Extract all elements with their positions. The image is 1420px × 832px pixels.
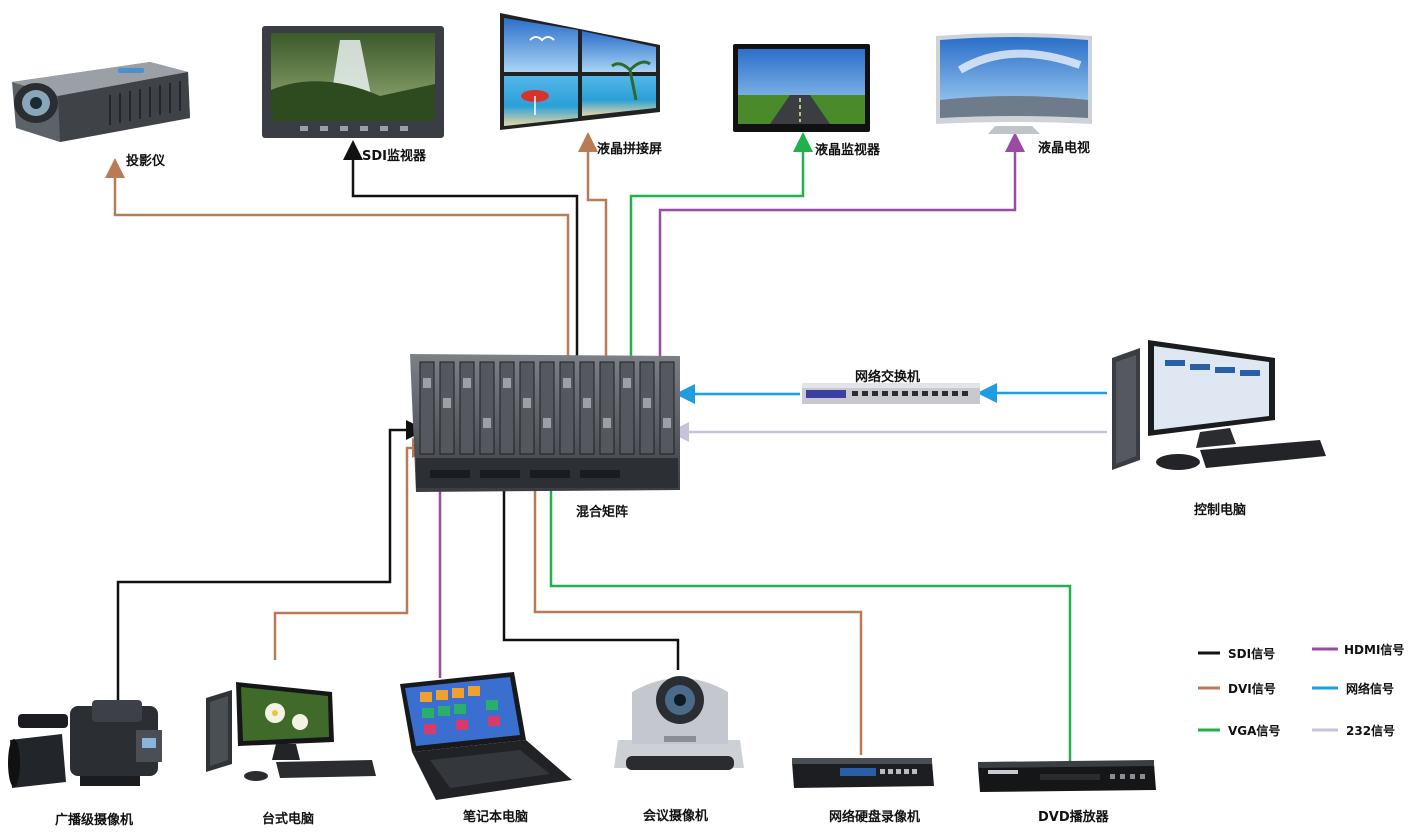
sdi-line-conf-cam (494, 445, 680, 670)
dvi-line-desktop (273, 438, 432, 660)
label-projector: 投影仪 (126, 154, 166, 169)
conference-camera-icon (614, 676, 744, 770)
dvd-player-icon (978, 760, 1156, 792)
label-nvr: 网络硬盘录像机 (829, 810, 921, 825)
desktop-pc-icon (206, 682, 376, 781)
hybrid-matrix-icon (410, 354, 680, 492)
label-desktop-pc: 台式电脑 (262, 812, 315, 827)
vga-line-lcd-monitor (629, 132, 813, 425)
lcd-splice-wall-icon (500, 13, 660, 130)
signal-lines (105, 132, 1107, 762)
lcd-monitor-icon (733, 44, 870, 132)
legend-swatches (1198, 647, 1338, 732)
label-matrix: 混合矩阵 (576, 505, 629, 520)
label-broadcast-camera: 广播级摄像机 (55, 813, 134, 828)
control-pc-icon (1112, 340, 1326, 470)
label-lcd-monitor: 液晶监视器 (815, 143, 881, 158)
dvi-line-lcd-splice (578, 132, 608, 385)
label-dvd-player: DVD播放器 (1038, 810, 1109, 825)
legend-label-hdmi: HDMI信号 (1344, 643, 1405, 657)
projector-icon (12, 62, 190, 142)
laptop-icon (400, 672, 572, 800)
network-switch-icon (802, 383, 980, 404)
lcd-tv-icon (936, 33, 1092, 134)
legend-label-sdi: SDI信号 (1228, 647, 1276, 661)
label-control-pc: 控制电脑 (1194, 503, 1247, 518)
label-laptop: 笔记本电脑 (463, 810, 529, 825)
legend-label-network: 网络信号 (1346, 682, 1395, 696)
vga-line-dvd (541, 445, 1072, 762)
hdmi-line-lcd-tv (658, 132, 1025, 382)
sdi-line-sdi-monitor (343, 140, 579, 455)
dvi-line-nvr (525, 447, 863, 755)
label-network-switch: 网络交换机 (855, 370, 921, 385)
broadcast-camera-icon (8, 700, 162, 788)
label-lcd-splice: 液晶拼接屏 (597, 142, 663, 157)
legend-label-rs232: 232信号 (1346, 724, 1396, 738)
legend-label-vga: VGA信号 (1228, 724, 1281, 738)
sdi-line-broadcast-cam (116, 420, 426, 700)
nvr-icon (792, 758, 934, 788)
label-sdi-monitor: SDI监视器 (362, 149, 426, 164)
label-conference-camera: 会议摄像机 (643, 809, 709, 824)
label-lcd-tv: 液晶电视 (1038, 141, 1091, 156)
dvi-line-projector (105, 158, 570, 378)
sdi-monitor-icon (262, 26, 444, 138)
legend-label-dvi: DVI信号 (1228, 682, 1276, 696)
